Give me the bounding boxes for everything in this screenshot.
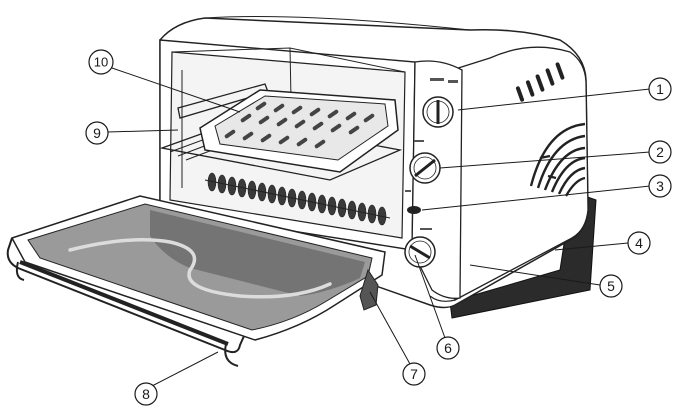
callout-label: 3: [656, 178, 664, 194]
leader-lines: [107, 67, 651, 387]
callout-label: 10: [94, 55, 108, 70]
door-glass-highlight: [68, 238, 332, 299]
callout-2: 2: [648, 140, 672, 164]
callout-label: 6: [444, 340, 452, 356]
callout-label: 1: [656, 81, 664, 97]
broil-pan: [199, 89, 399, 173]
broil-pan-grid: [224, 101, 375, 149]
callout-10: 10: [88, 49, 114, 75]
timer-knob: [404, 236, 436, 268]
callout-8: 8: [134, 382, 158, 406]
control-panel-markings: [405, 78, 458, 230]
callout-4: 4: [627, 231, 651, 255]
vent-slots: [515, 62, 565, 102]
door-glass-reflection-dark: [150, 210, 365, 296]
door-hinge: [359, 268, 379, 311]
callout-label: 2: [656, 144, 664, 160]
callout-label: 9: [93, 125, 101, 141]
callout-1: 1: [648, 77, 672, 101]
callout-label: 8: [142, 386, 150, 402]
function-selector-knob: [409, 152, 441, 184]
temperature-knob: [422, 96, 454, 128]
housing-top-edge: [204, 16, 471, 31]
callout-label: 5: [607, 278, 615, 294]
callout-label: 7: [410, 366, 418, 382]
side-round-vent: [529, 122, 586, 197]
heating-element-axis: [204, 179, 391, 219]
callout-9: 9: [85, 121, 109, 145]
callout-3: 3: [648, 174, 672, 198]
crumb-tray-handle: [429, 295, 456, 302]
callout-7: 7: [402, 362, 426, 386]
power-indicator-light: [407, 206, 421, 214]
door-handle: [6, 237, 245, 367]
callout-6: 6: [436, 336, 460, 360]
callout-label: 4: [635, 235, 643, 251]
callout-5: 5: [599, 274, 623, 298]
oven-right-side-panel: [451, 46, 589, 302]
